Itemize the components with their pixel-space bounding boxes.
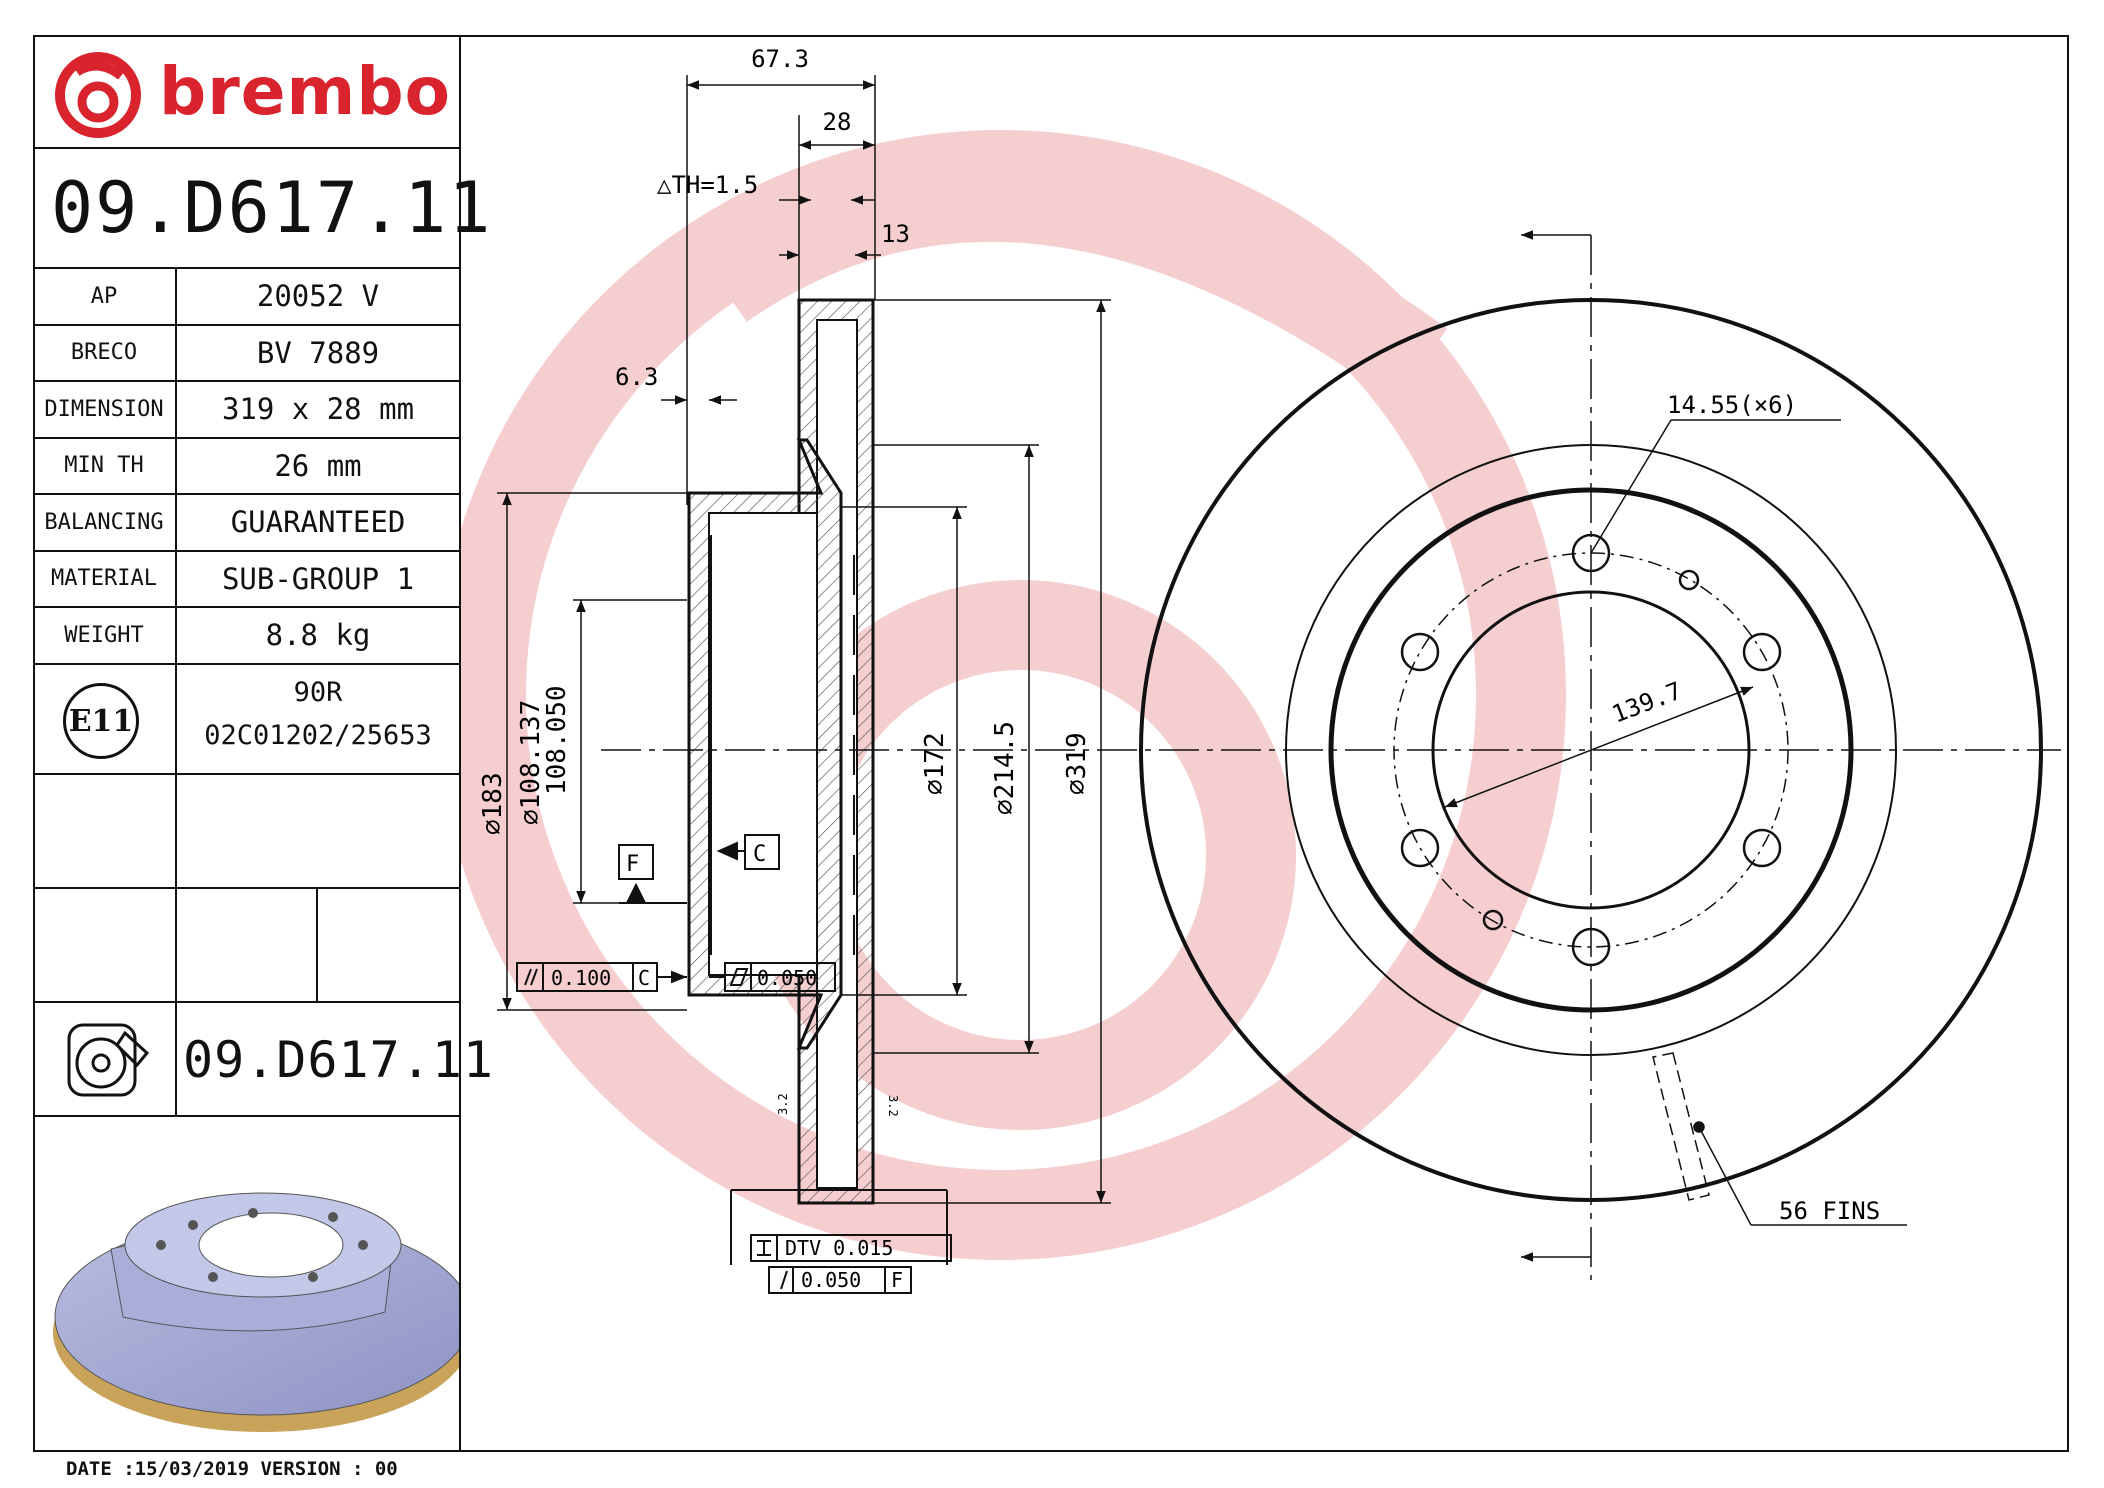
technical-drawing: 67.3 28 △TH=1.5 13 6.3 ⌀183 ⌀108.137 108…	[461, 45, 2061, 1294]
tol-dtv: DTV 0.015	[785, 1236, 893, 1260]
dim-108-050: 108.050	[542, 685, 572, 795]
tolerance-dtv-runout	[730, 1189, 952, 1294]
dimension-lines-top	[661, 75, 881, 505]
part-number-footer: 09.D617.11	[183, 1031, 495, 1089]
homologation-value: 90R 02C01202/25653	[177, 665, 459, 773]
spec-key: MATERIAL	[33, 551, 177, 606]
spec-value: SUB-GROUP 1	[221, 561, 415, 596]
date-version-text: DATE :15/03/2019 VERSION : 00	[66, 1458, 398, 1480]
spec-key: MIN TH	[33, 438, 177, 493]
spec-key: DIMENSION	[33, 382, 177, 437]
dim-319: ⌀319	[1062, 732, 1092, 795]
part-number-footer-row: 09.D617.11	[33, 1003, 493, 1117]
tolerance-parallelism	[516, 962, 687, 992]
spec-value: BV 7889	[256, 335, 380, 370]
spec-key: BRECO	[33, 325, 177, 380]
datum-f	[618, 844, 687, 904]
brembo-logo-icon	[55, 52, 141, 138]
blank-row-2	[33, 889, 459, 1003]
datum-f-label: F	[626, 852, 639, 877]
spec-key: WEIGHT	[33, 608, 177, 663]
disc-front-view	[1139, 235, 2043, 1280]
spec-row-breco: BRECO BV 7889	[33, 325, 459, 382]
tol-flatness-value: 0.050	[757, 966, 817, 990]
spec-row-material: MATERIAL SUB-GROUP 1	[33, 551, 459, 608]
pcd-dimension: 139.7	[1608, 677, 1685, 729]
spec-row-weight: WEIGHT 8.8 kg	[33, 608, 459, 665]
title-block: brembo 09.D617.11 AP 20052 V BRECO BV 78…	[33, 35, 493, 1452]
dim-183: ⌀183	[478, 772, 508, 835]
dim-13: 13	[881, 220, 910, 248]
brand-wordmark: brembo	[159, 53, 451, 130]
roughness-left: 3.2	[776, 1093, 790, 1115]
tol-runout-ref: F	[891, 1268, 903, 1292]
brembo-watermark	[461, 130, 1566, 1260]
homologation-line1: 90R	[293, 677, 343, 708]
spec-key: BALANCING	[33, 495, 177, 550]
spec-value: GUARANTEED	[230, 505, 406, 540]
tolerance-flatness	[709, 962, 836, 992]
tol-runout-value: 0.050	[801, 1268, 861, 1292]
dim-172: ⌀172	[920, 732, 950, 795]
spec-row-ap: AP 20052 V	[33, 269, 459, 326]
spec-row-balancing: BALANCING GUARANTEED	[33, 495, 459, 552]
homologation-mark-cell: E11	[33, 665, 177, 773]
datum-c-label: C	[753, 842, 766, 867]
cell-divider	[175, 889, 177, 1001]
dim-overall-width: 67.3	[751, 45, 809, 73]
dimension-lines-diameters	[497, 299, 1111, 1204]
fins-callout: 56 FINS	[1779, 1197, 1880, 1225]
spec-key: AP	[33, 269, 177, 324]
spec-row-dimension: DIMENSION 319 x 28 mm	[33, 382, 459, 439]
dim-6-3: 6.3	[615, 363, 658, 391]
part-number: 09.D617.11	[51, 167, 493, 249]
bolt-hole-callout: 14.55(×6)	[1667, 391, 1797, 419]
datum-c	[716, 834, 780, 870]
dim-thickness-variation: △TH=1.5	[657, 171, 758, 199]
e11-mark: E11	[63, 683, 139, 759]
roughness-right: 3.2	[886, 1095, 900, 1117]
dim-108-137: ⌀108.137	[516, 700, 546, 825]
cell-divider	[175, 775, 177, 887]
spec-value: 8.8 kg	[265, 618, 371, 653]
spec-value: 26 mm	[274, 448, 362, 483]
spec-value: 319 x 28 mm	[221, 392, 415, 427]
dim-214-5: ⌀214.5	[990, 721, 1020, 815]
tol-parallel-value: 0.100	[551, 966, 611, 990]
drawing-sheet-border	[33, 35, 2069, 1452]
disc-caliper-icon	[33, 1003, 177, 1115]
disc-section-view	[687, 298, 875, 1205]
dim-thickness: 28	[823, 108, 852, 136]
homologation-row: E11 90R 02C01202/25653	[33, 665, 459, 775]
bolt-holes	[1400, 533, 1782, 967]
disc-3d-render	[53, 1192, 473, 1432]
cell-divider	[316, 889, 318, 1001]
part-number-header: 09.D617.11	[33, 149, 490, 269]
spec-row-min-th: MIN TH 26 mm	[33, 438, 459, 495]
tol-parallel-ref: C	[638, 966, 650, 990]
homologation-line2: 02C01202/25653	[204, 720, 432, 751]
brand-header: brembo	[33, 35, 459, 149]
disc-render-cell	[33, 1117, 473, 1452]
blank-row-1	[33, 775, 459, 889]
front-view-annotations	[1444, 230, 1907, 1262]
spec-value: 20052 V	[256, 279, 380, 314]
diameter-labels: ⌀183 ⌀108.137 108.050 ⌀172 ⌀214.5 ⌀319	[478, 685, 1092, 835]
